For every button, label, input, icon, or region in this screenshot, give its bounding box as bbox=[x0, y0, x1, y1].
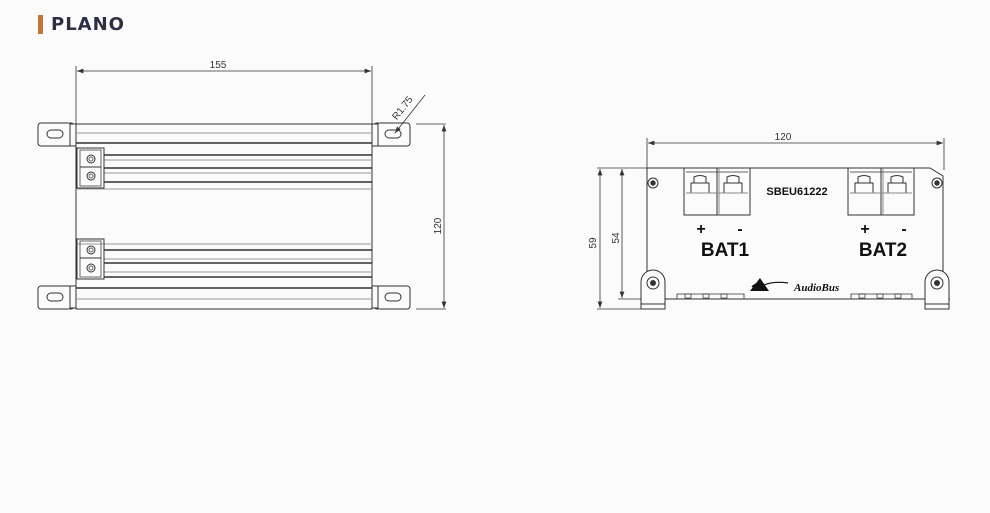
dim-label-radius: R1.75 bbox=[390, 94, 415, 122]
terminal-block-top bbox=[76, 147, 105, 189]
slot-hole bbox=[46, 129, 64, 139]
dim-label-width: 155 bbox=[210, 60, 227, 71]
bat2-plus-label: + bbox=[860, 221, 869, 238]
dimension-width-155: 155 bbox=[75, 60, 373, 124]
model-label: SBEU61222 bbox=[766, 186, 827, 198]
terminal-bat1 bbox=[683, 167, 751, 216]
bat1-plus-label: + bbox=[696, 221, 705, 238]
top-view-drawing: 155 R1.75 120 bbox=[37, 60, 447, 310]
accent-bar bbox=[38, 15, 43, 34]
mount-foot-left bbox=[640, 269, 666, 310]
enclosure-body bbox=[75, 123, 373, 310]
dim-label-side-width: 120 bbox=[775, 132, 792, 143]
mount-ear-top-left bbox=[37, 122, 75, 147]
page-header: PLANO bbox=[38, 14, 125, 35]
bat1-label: BAT1 bbox=[701, 240, 750, 261]
slot-hole bbox=[384, 129, 402, 139]
audiobus-logo: AudioBus bbox=[750, 278, 839, 294]
mount-ear-bottom-right bbox=[373, 285, 411, 310]
dimension-width-120: 120 bbox=[646, 132, 945, 170]
page-title: PLANO bbox=[51, 14, 125, 35]
logo-mark-icon bbox=[750, 278, 769, 291]
terminal-bat2 bbox=[847, 167, 915, 216]
dimension-height-120: 120 bbox=[416, 123, 447, 310]
side-view-drawing: 120 59 54 bbox=[588, 132, 950, 310]
dim-label-body-height: 54 bbox=[611, 232, 622, 244]
mount-ear-top-right bbox=[373, 122, 411, 147]
bat2-minus-label: - bbox=[901, 221, 906, 238]
screw-icon bbox=[931, 177, 943, 189]
screw-icon bbox=[647, 177, 659, 189]
terminal-block-bottom bbox=[76, 238, 105, 280]
dim-label-total-height: 59 bbox=[588, 237, 599, 249]
dimension-radius: R1.75 bbox=[390, 94, 426, 134]
bat1-minus-label: - bbox=[737, 221, 742, 238]
mount-foot-right bbox=[924, 269, 950, 310]
brand-name: AudioBus bbox=[793, 282, 839, 294]
slot-hole bbox=[384, 292, 402, 302]
dim-label-height: 120 bbox=[433, 217, 444, 234]
mount-ear-bottom-left bbox=[37, 285, 75, 310]
bat2-label: BAT2 bbox=[859, 240, 907, 261]
slot-hole bbox=[46, 292, 64, 302]
dimension-height-54: 54 bbox=[611, 169, 645, 300]
enclosure-side bbox=[646, 167, 944, 299]
